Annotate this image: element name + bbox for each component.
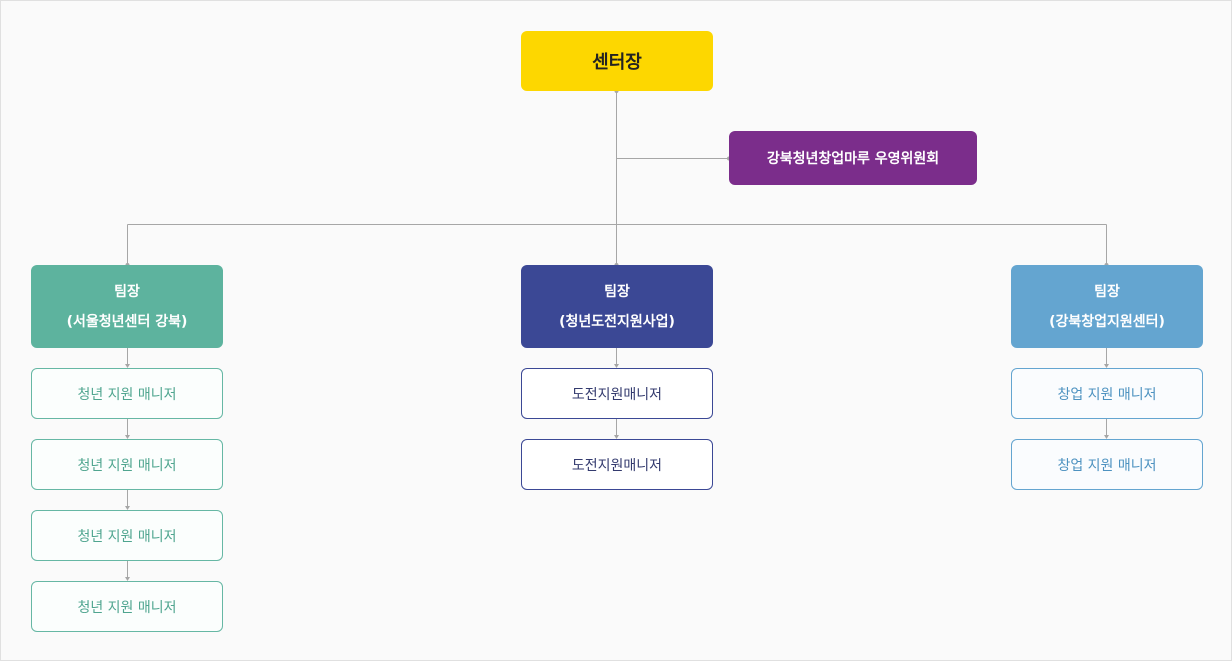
member-label: 도전지원매니저 [571, 386, 663, 403]
member-label: 청년 지원 매니저 [77, 457, 177, 474]
arrow-head [614, 364, 619, 368]
team-lead-title: 팀장 [604, 283, 630, 300]
committee-label: 강북청년창업마루 우영위원회 [766, 151, 940, 167]
team-lead-startup-support: 팀장 (강북창업지원센터) [1011, 265, 1203, 348]
member-label: 청년 지원 매니저 [77, 528, 177, 545]
member-box: 청년 지원 매니저 [31, 510, 223, 561]
team-lead-subtitle: (강북창업지원센터) [1049, 313, 1165, 330]
team-lead-title: 팀장 [1094, 283, 1120, 300]
team-lead-subtitle: (서울청년센터 강북) [66, 313, 188, 330]
member-label: 청년 지원 매니저 [77, 386, 177, 403]
member-box: 청년 지원 매니저 [31, 439, 223, 490]
arrow-head [125, 577, 130, 581]
member-label: 창업 지원 매니저 [1057, 386, 1157, 403]
arrow-head [1104, 435, 1109, 439]
member-box: 청년 지원 매니저 [31, 581, 223, 632]
ceo-label: 센터장 [592, 52, 642, 73]
member-box: 도전지원매니저 [521, 368, 713, 419]
arrow-head [125, 506, 130, 510]
committee-box: 강북청년창업마루 우영위원회 [729, 131, 977, 185]
ceo-box: 센터장 [521, 31, 713, 91]
member-label: 청년 지원 매니저 [77, 599, 177, 616]
team-lead-title: 팀장 [114, 283, 140, 300]
arrow-head [125, 364, 130, 368]
team-lead-challenge-support: 팀장 (청년도전지원사업) [521, 265, 713, 348]
arrow-head [1104, 364, 1109, 368]
member-box: 도전지원매니저 [521, 439, 713, 490]
member-label: 창업 지원 매니저 [1057, 457, 1157, 474]
member-box: 창업 지원 매니저 [1011, 439, 1203, 490]
member-box: 청년 지원 매니저 [31, 368, 223, 419]
member-box: 창업 지원 매니저 [1011, 368, 1203, 419]
team-lead-seoul-youth-center: 팀장 (서울청년센터 강북) [31, 265, 223, 348]
arrow-head [614, 435, 619, 439]
member-label: 도전지원매니저 [571, 457, 663, 474]
team-lead-subtitle: (청년도전지원사업) [559, 313, 675, 330]
arrow-head [125, 435, 130, 439]
